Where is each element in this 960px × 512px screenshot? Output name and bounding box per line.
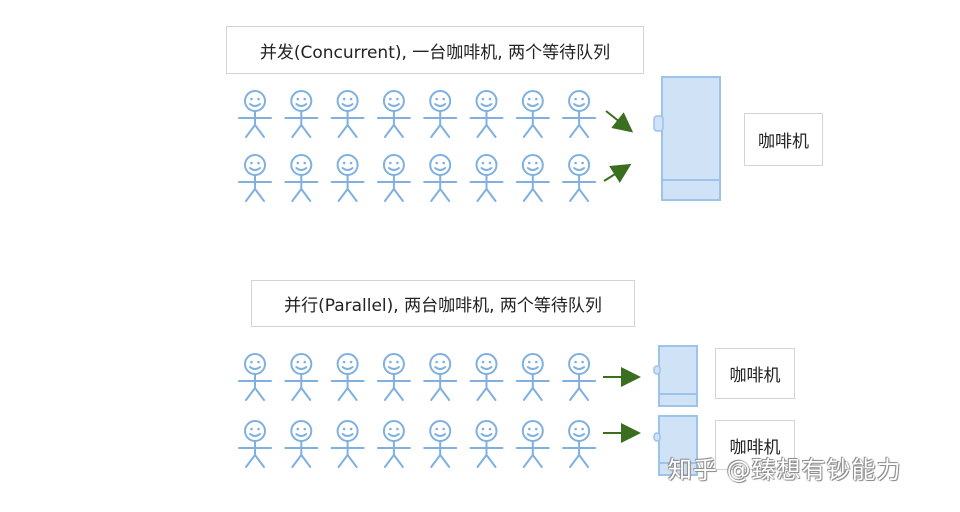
parallel-queue-2-person bbox=[238, 420, 272, 468]
concurrent-queue-1-person bbox=[284, 90, 319, 138]
parallel-queue-1-person bbox=[562, 353, 597, 401]
parallel-queue-2-person bbox=[515, 420, 550, 468]
parallel-queue-2-person bbox=[562, 420, 597, 468]
concurrent-queue-2-person bbox=[469, 154, 504, 202]
parallel-queue-1-person bbox=[284, 353, 319, 401]
concurrent-queue-2-person bbox=[562, 154, 597, 202]
concurrent-machine-label: 咖啡机 bbox=[744, 113, 823, 166]
parallel-queue-2-person bbox=[423, 420, 458, 468]
parallel-queue-1-person bbox=[238, 353, 272, 401]
concurrent-queue-2-person bbox=[423, 154, 458, 202]
parallel-queue-1-person bbox=[469, 353, 504, 401]
parallel-coffee-machine-1 bbox=[653, 345, 698, 407]
concurrent-queue-1-person bbox=[469, 90, 504, 138]
parallel-queue-2-person bbox=[284, 420, 319, 468]
parallel-coffee-machine-2 bbox=[653, 415, 698, 476]
concurrent-queue-2-person bbox=[238, 154, 272, 202]
concurrent-queue-2-person bbox=[515, 154, 550, 202]
concurrent-queue-1-person bbox=[562, 90, 597, 138]
parallel-machine-label-1: 咖啡机 bbox=[715, 348, 795, 399]
parallel-queue-2-person bbox=[330, 420, 365, 468]
parallel-queue-1-person bbox=[515, 353, 550, 401]
watermark: 知乎 @臻想有钞能力 bbox=[668, 456, 902, 484]
concurrent-arrow-2 bbox=[603, 163, 632, 183]
concurrent-title: 并发(Concurrent), 一台咖啡机, 两个等待队列 bbox=[226, 26, 644, 74]
concurrent-queue-2-person bbox=[284, 154, 319, 202]
parallel-queue-1-person bbox=[423, 353, 458, 401]
concurrent-queue-1-person bbox=[238, 90, 272, 138]
parallel-queue-2-person bbox=[376, 420, 411, 468]
parallel-machine-label-2: 咖啡机 bbox=[715, 420, 795, 470]
concurrent-coffee-machine bbox=[653, 76, 721, 201]
concurrent-queue-1-person bbox=[515, 90, 550, 138]
concurrent-arrow-1 bbox=[605, 110, 634, 133]
parallel-queue-2-person bbox=[469, 420, 504, 468]
concurrent-queue-1-person bbox=[330, 90, 365, 138]
concurrent-queue-1-person bbox=[423, 90, 458, 138]
concurrent-queue-2-person bbox=[330, 154, 365, 202]
parallel-queue-1-person bbox=[376, 353, 411, 401]
parallel-queue-1-person bbox=[330, 353, 365, 401]
concurrent-queue-1-person bbox=[376, 90, 411, 138]
parallel-title: 并行(Parallel), 两台咖啡机, 两个等待队列 bbox=[251, 280, 635, 327]
concurrent-queue-2-person bbox=[376, 154, 411, 202]
